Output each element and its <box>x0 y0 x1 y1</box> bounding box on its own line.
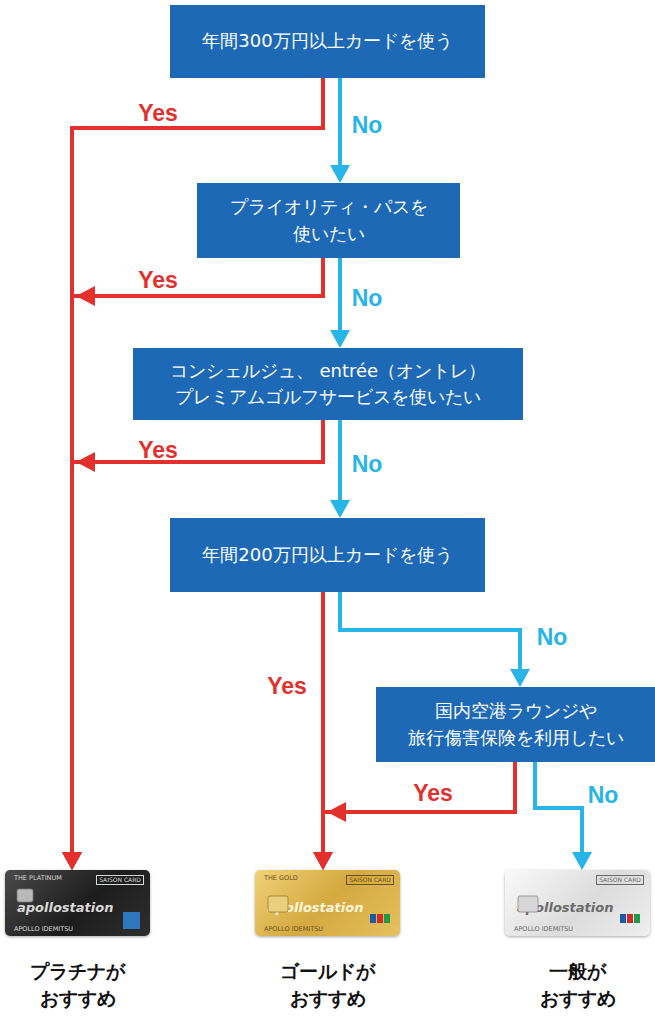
card-print: APOLLO IDEMITSU <box>264 926 323 933</box>
box-label: 年間300万円以上カードを使う <box>202 28 452 54</box>
edge-label: Yes <box>413 782 453 805</box>
card-print: THE PLATINUM <box>14 875 62 882</box>
edge-label: No <box>588 784 619 807</box>
edge-label: Yes <box>138 102 178 125</box>
card-face: SAISON CARD apollostationAPOLLO IDEMITSU <box>505 870 650 936</box>
process-box: 年間300万円以上カードを使う <box>170 5 485 78</box>
card-print: apollostation <box>17 901 113 914</box>
flow-connector <box>72 420 323 860</box>
box-label: コンシェルジュ、 entrée（オントレ） プレミアムゴルフサービスを使いたい <box>143 358 513 410</box>
card-print: THE GOLD <box>264 875 298 882</box>
flow-connector <box>535 762 582 860</box>
card-node: THE GOLD SAISON CARD apollostationAPOLLO I… <box>255 870 400 1022</box>
flow-connector <box>340 592 520 677</box>
flow-connector <box>323 762 515 860</box>
edge-label: Yes <box>138 439 178 462</box>
process-box: プライオリティ・パスを 使いたい <box>197 183 460 258</box>
card-caption: プラチナが おすすめ <box>22 958 134 1012</box>
edge-label: Yes <box>267 675 307 698</box>
edge-label: No <box>352 114 383 137</box>
flow-connector <box>338 78 342 173</box>
box-text-wrap: 年間200万円以上カードを使う <box>202 542 452 568</box>
box-label: 国内空港ラウンジや 旅行傷害保険を利用したい <box>386 698 645 750</box>
edge-label: No <box>537 626 568 649</box>
card-print: SAISON CARD <box>596 875 644 885</box>
process-box: 国内空港ラウンジや 旅行傷害保険を利用したい <box>376 687 655 762</box>
card-print: SAISON CARD <box>96 875 144 885</box>
box-label: プライオリティ・パスを 使いたい <box>207 194 450 246</box>
card-face: THE GOLD SAISON CARD apollostationAPOLLO I… <box>255 870 400 936</box>
edge-label: Yes <box>138 269 178 292</box>
box-text-wrap: 年間300万円以上カードを使う <box>202 28 452 54</box>
card-node: THE PLATINUM SAISON CARD apollostationAPOL… <box>5 870 150 1022</box>
card-caption: 一般が おすすめ <box>522 958 634 1012</box>
box-label: 年間200万円以上カードを使う <box>202 542 452 568</box>
process-box: コンシェルジュ、 entrée（オントレ） プレミアムゴルフサービスを使いたい <box>133 348 523 420</box>
flow-connector <box>338 420 342 508</box>
card-face: THE PLATINUM SAISON CARD apollostationAPOL… <box>5 870 150 936</box>
card-print: apollostation <box>517 901 613 914</box>
card-print: apollostation <box>267 901 363 914</box>
box-text-wrap: プライオリティ・パスを 使いたい <box>207 194 450 246</box>
process-box: 年間200万円以上カードを使う <box>170 518 485 592</box>
box-text-wrap: 国内空港ラウンジや 旅行傷害保険を利用したい <box>386 698 645 750</box>
card-print: APOLLO IDEMITSU <box>14 926 73 933</box>
card-print: APOLLO IDEMITSU <box>514 926 573 933</box>
card-node: SAISON CARD apollostationAPOLLO IDEMITSU 一… <box>505 870 650 1022</box>
edge-label: No <box>352 287 383 310</box>
card-print: SAISON CARD <box>346 875 394 885</box>
card-caption: ゴールドが おすすめ <box>272 958 384 1012</box>
edge-label: No <box>352 453 383 476</box>
flow-connector <box>338 258 342 338</box>
box-text-wrap: コンシェルジュ、 entrée（オントレ） プレミアムゴルフサービスを使いたい <box>143 358 513 410</box>
